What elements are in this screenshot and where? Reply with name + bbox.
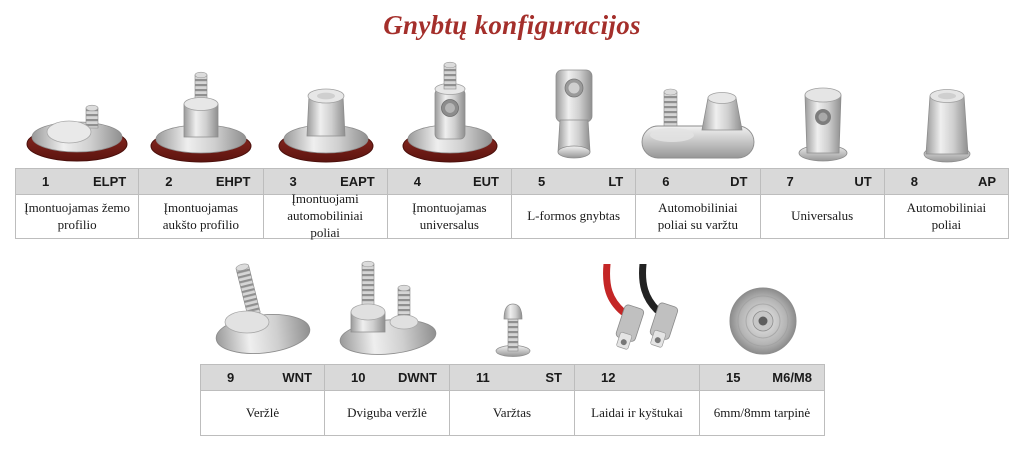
- header-cell-ap: 8 AP: [884, 168, 1009, 195]
- header-cell-ehpt: 2 EHPT: [139, 168, 264, 195]
- header-cell-wires: 12: [575, 364, 700, 391]
- item-number: 15: [726, 370, 741, 385]
- item-number: 4: [413, 174, 421, 189]
- embedded-automotive-post-photo: [264, 56, 388, 168]
- config-column-st: 11 ST Varžtas: [450, 256, 575, 436]
- item-description: Varžtas: [450, 391, 575, 436]
- item-code: ELPT: [93, 174, 127, 189]
- item-number: 2: [165, 174, 173, 189]
- item-description: Veržlė: [200, 391, 325, 436]
- item-number: 5: [538, 174, 546, 189]
- nut-terminal-illustration: [215, 263, 311, 354]
- item-code: EAPT: [340, 174, 375, 189]
- item-code: DT: [730, 174, 748, 189]
- high-profile-embedded-terminal-photo: [139, 56, 263, 168]
- item-description: Įmontuojamas žemo profilio: [15, 195, 140, 239]
- wires-and-plugs-photo: [575, 256, 700, 364]
- item-code: EHPT: [215, 174, 251, 189]
- item-number: 7: [786, 174, 794, 189]
- item-code: DWNT: [398, 370, 437, 385]
- wires-and-plugs-illustration: [602, 264, 678, 350]
- universal-terminal-illustration: [798, 87, 848, 162]
- terminal-configurations-table-bottom: 9 WNT Veržlė 10 DWNT Dviguba veržlė: [200, 256, 825, 436]
- automotive-post-with-bolt-illustration: [641, 88, 755, 159]
- item-description: Dviguba veržlė: [325, 391, 450, 436]
- header-cell-st: 11 ST: [450, 364, 575, 391]
- universal-terminal-photo: [761, 56, 885, 168]
- config-column-spacer: 15 M6/M8 6mm/8mm tarpinė: [700, 256, 825, 436]
- config-column-eut: 4 EUT Įmontuojamas universalus: [387, 56, 512, 239]
- item-number: 8: [910, 174, 918, 189]
- header-cell-spacer: 15 M6/M8: [700, 364, 825, 391]
- item-description: Įmontuojamas universalus: [387, 195, 512, 239]
- screw-illustration: [495, 303, 530, 357]
- l-shaped-terminal-photo: [512, 56, 636, 168]
- config-column-wires: 12 Laidai ir kyštukai: [575, 256, 700, 436]
- config-column-ap: 8 AP Automobiliniai poliai: [884, 56, 1009, 239]
- item-number: 10: [351, 370, 366, 385]
- config-column-dwnt: 10 DWNT Dviguba veržlė: [325, 256, 450, 436]
- page-title: Gnybtų konfiguracijos: [383, 10, 641, 40]
- header-cell-dt: 6 DT: [636, 168, 761, 195]
- config-column-ehpt: 2 EHPT Įmontuojamas aukšto profilio: [139, 56, 264, 239]
- high-profile-terminal-illustration: [150, 71, 252, 163]
- config-column-ut: 7 UT Universalus: [760, 56, 885, 239]
- item-description: Įmontuojamas aukšto profilio: [139, 195, 264, 239]
- spacer-washer-photo: [700, 256, 825, 364]
- item-description: Laidai ir kyštukai: [575, 391, 700, 436]
- item-code: WNT: [282, 370, 312, 385]
- item-description: Automobiliniai poliai su varžtu: [636, 195, 761, 239]
- screw-photo: [450, 256, 575, 364]
- embedded-universal-terminal-photo: [388, 56, 512, 168]
- header-cell-eapt: 3 EAPT: [263, 168, 388, 195]
- header-cell-ut: 7 UT: [760, 168, 885, 195]
- item-number: 3: [289, 174, 297, 189]
- config-column-lt: 5 LT L-formos gnybtas: [512, 56, 637, 239]
- embedded-universal-terminal-illustration: [402, 61, 498, 163]
- item-code: M6/M8: [772, 370, 812, 385]
- automotive-post-photo: [885, 56, 1009, 168]
- config-column-elpt: 1 ELPT Įmontuojamas žemo profilio: [15, 56, 140, 239]
- item-number: 9: [227, 370, 235, 385]
- item-code: LT: [608, 174, 624, 189]
- embedded-automotive-post-illustration: [278, 88, 374, 163]
- automotive-post-with-bolt-photo: [636, 56, 760, 168]
- automotive-post-illustration: [923, 89, 971, 163]
- l-shaped-terminal-illustration: [555, 69, 593, 159]
- item-description: Automobiliniai poliai: [884, 195, 1009, 239]
- item-code: UT: [854, 174, 872, 189]
- double-nut-terminal-illustration: [339, 260, 436, 355]
- config-column-eapt: 3 EAPT Įmontuojami automobiliniai poliai: [263, 56, 388, 240]
- header-cell-elpt: 1 ELPT: [15, 168, 140, 195]
- item-number: 1: [42, 174, 50, 189]
- item-code: EUT: [473, 174, 499, 189]
- item-number: 12: [601, 370, 616, 385]
- terminal-configurations-table-top: 1 ELPT Įmontuojamas žemo profilio 2 EHPT…: [15, 56, 1009, 240]
- low-profile-embedded-terminal-photo: [15, 56, 139, 168]
- item-code: ST: [545, 370, 562, 385]
- item-description: 6mm/8mm tarpinė: [700, 391, 825, 436]
- header-cell-eut: 4 EUT: [387, 168, 512, 195]
- header-cell-lt: 5 LT: [512, 168, 637, 195]
- double-nut-terminal-photo: [325, 256, 450, 364]
- item-description: Įmontuojami automobiliniai poliai: [263, 191, 388, 240]
- nut-terminal-photo: [200, 256, 325, 364]
- header-cell-wnt: 9 WNT: [200, 364, 325, 391]
- item-number: 6: [662, 174, 670, 189]
- item-description: Universalus: [760, 195, 885, 239]
- low-profile-terminal-illustration: [26, 104, 128, 162]
- spacer-washer-illustration: [729, 287, 796, 355]
- item-description: L-formos gnybtas: [512, 195, 637, 239]
- header-cell-dwnt: 10 DWNT: [325, 364, 450, 391]
- item-number: 11: [476, 370, 490, 385]
- config-column-wnt: 9 WNT Veržlė: [200, 256, 325, 436]
- item-code: AP: [977, 174, 996, 189]
- config-column-dt: 6 DT Automobiliniai poliai su varžtu: [636, 56, 761, 239]
